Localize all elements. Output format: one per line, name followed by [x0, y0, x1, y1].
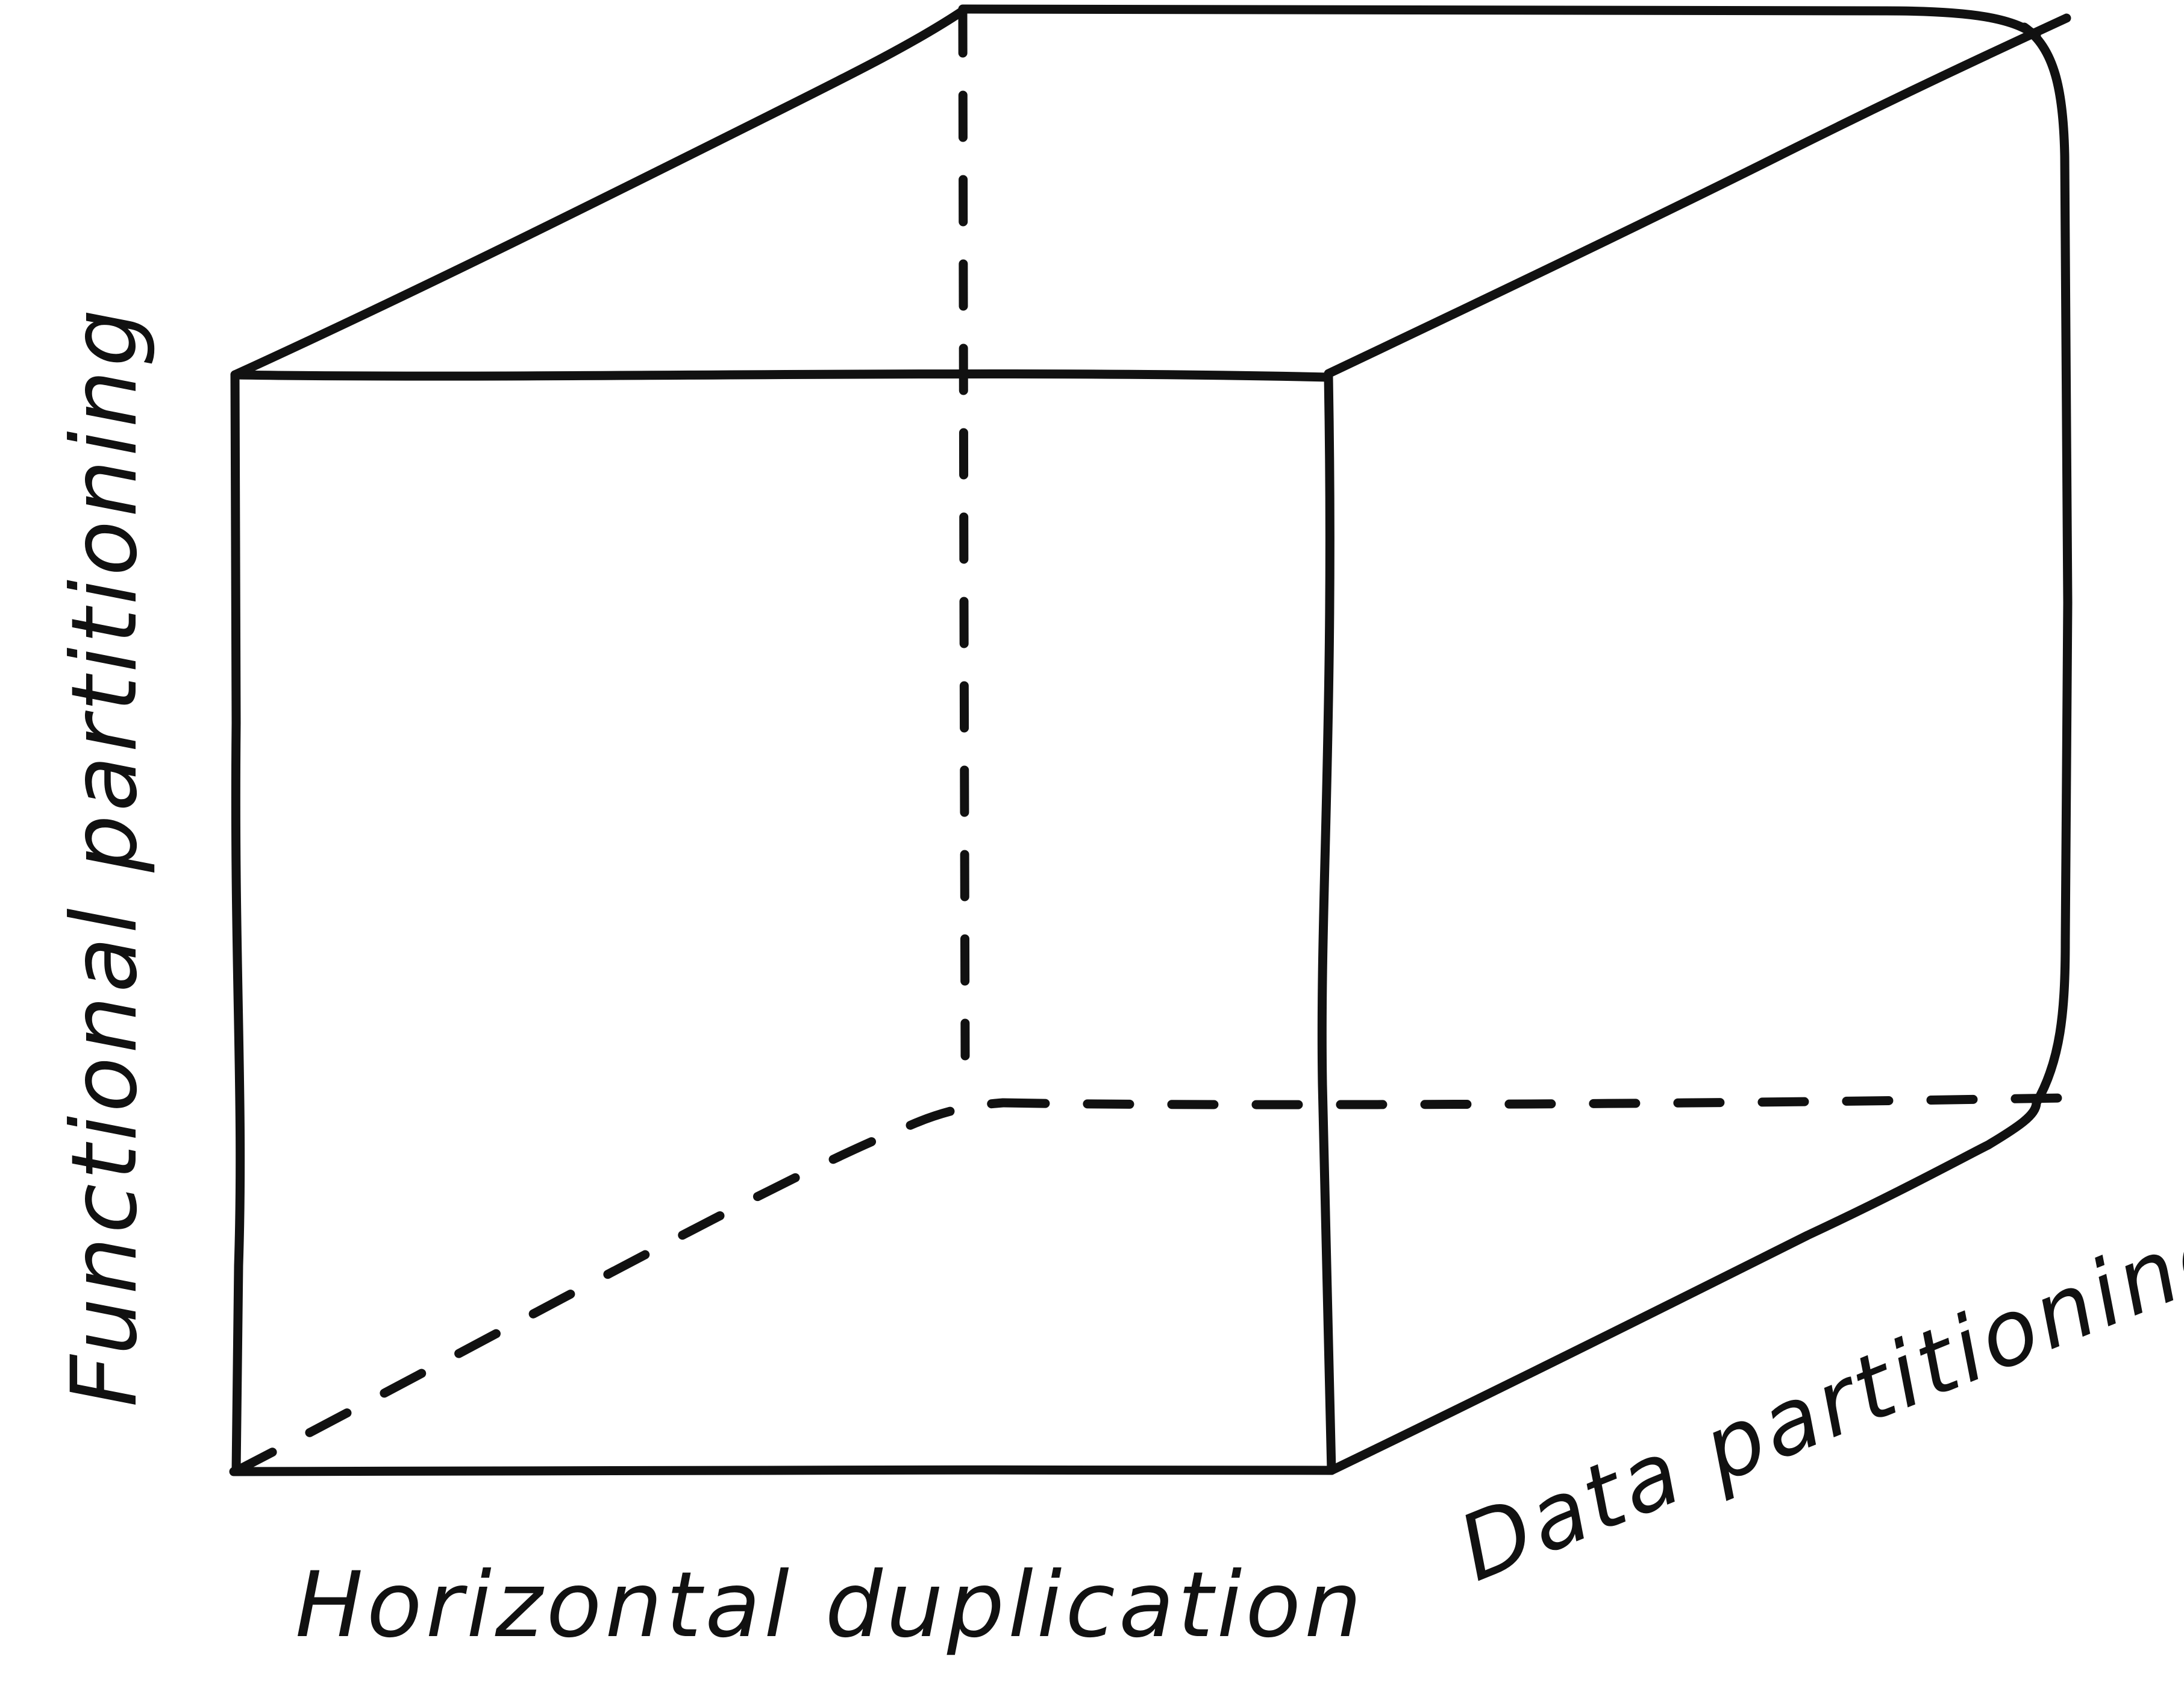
top-face-left-edge	[230, 6, 968, 380]
hidden-edge-back-vertical	[958, 6, 970, 1061]
hidden-edge-back-bottom	[998, 1093, 2065, 1109]
top-face-back-edge	[958, 4, 2041, 41]
front-face-right-edge	[1317, 372, 1336, 1475]
hidden-edge-diagonal	[230, 1098, 1008, 1476]
front-face-left-edge	[230, 370, 245, 1475]
y-axis-label: Functional partitioning	[52, 306, 157, 1407]
z-axis-label: Data partitioning	[1445, 1194, 2184, 1602]
right-face-bottom-edge	[1327, 1098, 2041, 1475]
top-face-right-edge	[1324, 13, 2071, 378]
front-face-top-edge	[230, 369, 1333, 382]
right-face-back-edge	[2020, 22, 2073, 1108]
x-axis-label: Horizontal duplication	[295, 1553, 1365, 1658]
front-face-bottom-edge	[229, 1465, 1336, 1476]
